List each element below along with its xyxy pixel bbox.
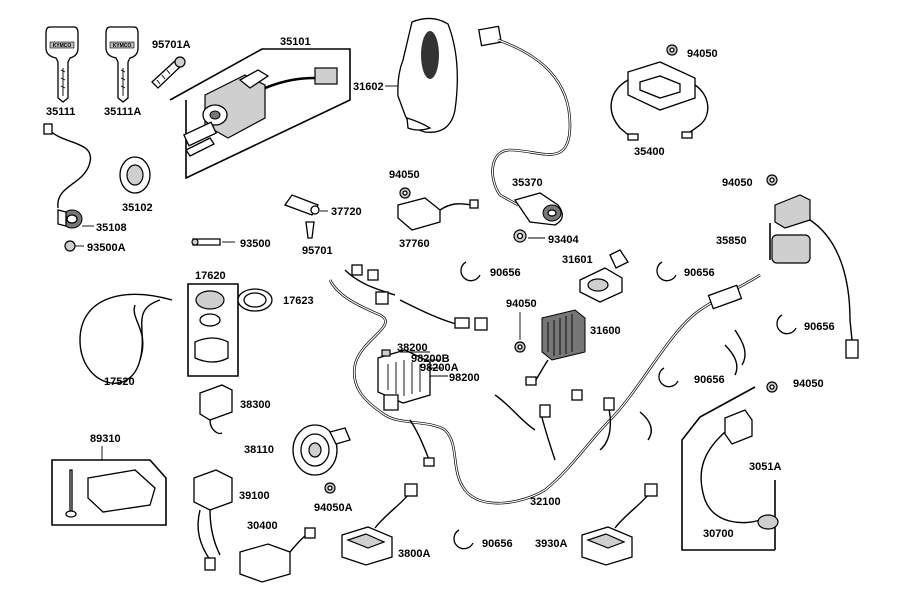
fuel-cap-17620 [194,290,229,363]
cover-35102 [119,156,151,194]
label-35111: 35111 [46,106,75,118]
label-35102: 35102 [122,202,153,214]
label-32100: 32100 [530,496,561,508]
ring-17623 [237,288,273,312]
cdi-3800a [341,483,418,566]
cable-17520 [79,293,173,384]
clip-90656-b [656,261,677,282]
bolt-95701 [305,221,315,239]
label-94050a: 94050A [314,502,353,514]
label-30700: 30700 [703,528,734,540]
label-38200: 38200 [397,342,428,354]
nut-94050-a [399,187,411,199]
label-38110: 38110 [244,444,274,456]
label-98200a: 98200A [420,362,459,374]
key-brand-text-2: KYMCO [113,43,132,49]
key-brand-text: KYMCO [53,43,72,49]
label-90656-e: 90656 [482,538,513,550]
label-39100: 39100 [239,490,270,502]
label-94050-b: 94050 [722,177,753,189]
clip-90656-d [658,367,679,388]
label-31602: 31602 [353,81,384,93]
label-98200: 98200 [449,372,480,384]
label-17623: 17623 [283,295,314,307]
cover-31602 [397,17,458,133]
nut-94050-b [766,174,778,186]
screw-95701a [151,56,186,89]
frame-3051a [681,386,775,551]
label-37760: 37760 [399,238,430,250]
horn-38110 [292,424,351,476]
nut-94050a [324,482,336,494]
label-95701a: 95701A [152,39,191,51]
label-37720: 37720 [331,206,362,218]
label-98200b: 98200B [411,353,450,365]
sensor-35370 [478,25,572,226]
bracket-37720 [283,194,320,216]
screw-93500a [64,240,84,252]
clip-90656-c [776,314,797,335]
label-94050-c: 94050 [506,298,537,310]
label-35111a: 35111A [104,106,141,118]
label-31600: 31600 [590,325,621,337]
label-94050-a: 94050 [389,169,420,181]
label-17520: 17520 [104,376,135,388]
module-30400 [239,527,316,583]
switch-35108 [43,123,91,229]
label-38300: 38300 [240,399,271,411]
module-37760 [397,197,479,231]
key-35111a: KYMCO [105,26,139,103]
label-94050-top: 94050 [687,48,718,60]
label-3800a: 3800A [398,548,430,560]
leaders-38200 [400,351,448,377]
switch-31601 [579,249,629,303]
label-35850: 35850 [716,235,747,247]
label-17620: 17620 [195,270,226,282]
label-93500a: 93500A [87,242,126,254]
label-31601: 31601 [562,254,593,266]
label-89310: 89310 [90,433,121,445]
label-35108: 35108 [96,222,127,234]
label-3051a: 3051A [749,461,781,473]
clip-90656-a [460,261,481,282]
ignition-set-frame [169,48,351,180]
nut-93404 [513,229,527,243]
label-35370: 35370 [512,177,543,189]
cdi-3930a [581,483,658,566]
relay-35850 [771,194,859,359]
clip-90656-e [453,529,474,550]
harness-32100 [328,264,761,505]
label-3930a: 3930A [535,538,567,550]
nut-94050-d [766,381,778,393]
fuel-cap-frame [187,283,239,377]
label-93404: 93404 [548,234,579,246]
nut-94050-c [514,341,526,353]
relay-35400 [610,61,709,141]
key-35111: KYMCO [45,26,79,103]
label-30400: 30400 [247,520,278,532]
toolkit-frame [51,459,167,526]
label-94050-d: 94050 [793,378,824,390]
clamp-93500 [191,238,221,246]
regulator-31600 [525,309,586,386]
label-90656-b: 90656 [684,267,715,279]
ignition-switch [183,67,338,157]
label-35400: 35400 [634,146,665,158]
nut-94050-top [666,44,678,56]
label-90656-d: 90656 [694,374,725,386]
label-93500: 93500 [240,238,271,250]
fusebox-38200 [377,349,431,411]
label-90656-a: 90656 [490,267,521,279]
toolkit-89310 [65,469,156,518]
module-39100 [193,469,233,571]
label-35101: 35101 [280,36,311,48]
label-90656-c: 90656 [804,321,835,333]
buzzer-38300 [199,384,233,435]
label-95701: 95701 [302,245,333,257]
coil-3051a [700,409,779,530]
